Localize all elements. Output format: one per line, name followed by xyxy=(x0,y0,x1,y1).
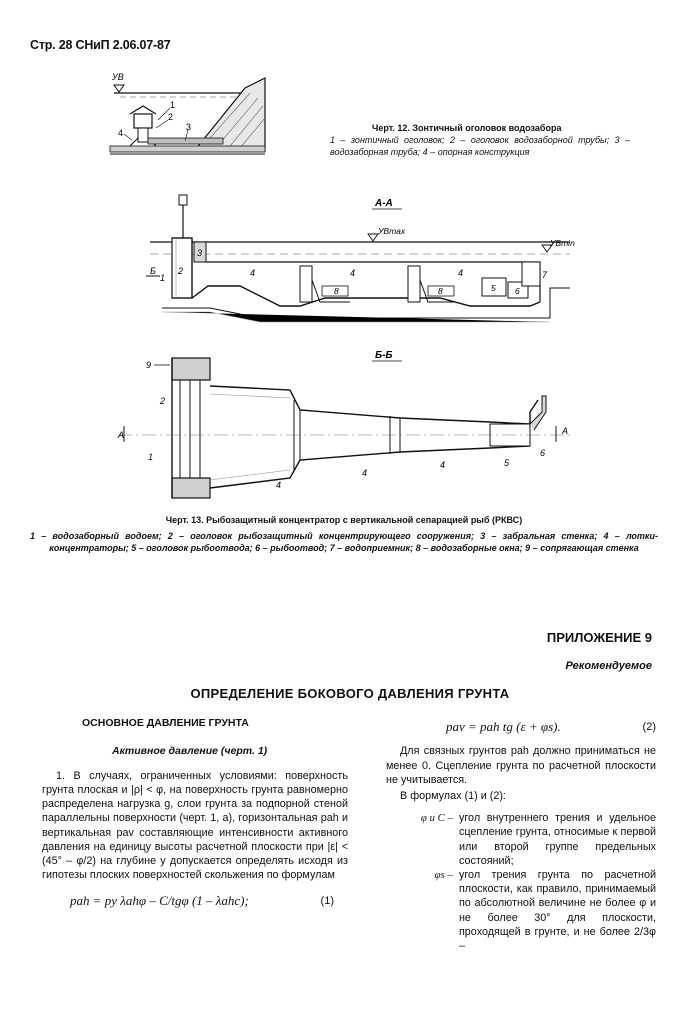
fig13-section-num-4c: 4 xyxy=(458,268,463,278)
fig13-plan-num-4b: 4 xyxy=(362,468,367,478)
figure-13-drawing: А-А УВmax УВmin 3 1 2 4 4 4 8 8 5 6 7 Б … xyxy=(117,194,575,499)
uv-label: УВ xyxy=(111,72,124,82)
uv-min-label: УВmin xyxy=(549,238,575,248)
definitions-list: φ и C – угол внутреннего трения и удельн… xyxy=(386,811,656,953)
figure-12-title: Черт. 12. Зонтичный оголовок водозабора xyxy=(372,123,562,133)
fig13-plan-num-5: 5 xyxy=(504,458,510,468)
fig13-section-num-1: 1 xyxy=(160,273,165,283)
figure-13-title: Черт. 13. Рыбозащитный концентратор с ве… xyxy=(165,515,523,525)
fig13-section-num-8a: 8 xyxy=(334,286,339,296)
formula-2: pav = pah tg (ε + φs). xyxy=(446,719,561,734)
appendix-label: ПРИЛОЖЕНИЕ 9 xyxy=(546,630,652,645)
fig13-section-num-7: 7 xyxy=(542,270,548,280)
fig13-plan-num-9: 9 xyxy=(146,360,151,370)
fig13-section-num-6: 6 xyxy=(515,286,520,296)
fig13-section-num-8b: 8 xyxy=(438,286,443,296)
fig12-label-3: 3 xyxy=(186,122,191,132)
definition-item: φs – угол трения грунта по расчетной пло… xyxy=(386,868,656,953)
page-header: Стр. 28 СНиП 2.06.07-87 xyxy=(30,38,171,52)
section-aa-label: А-А xyxy=(374,198,393,209)
figure-13-legend: 1 – водозаборный водоем; 2 – оголовок ры… xyxy=(30,531,658,553)
paragraph-3: В формулах (1) и (2): xyxy=(400,790,506,803)
appendix-status: Рекомендуемое xyxy=(565,660,652,672)
definition-text: угол трения грунта по расчетной плоскост… xyxy=(458,869,656,953)
paragraph-1: 1. В случаях, ограниченных условиями: по… xyxy=(42,769,348,882)
paragraph-2: Для связных грунтов pah должно принимать… xyxy=(386,745,656,786)
figure-12-legend: 1 – зонтичный оголовок; 2 – оголовок вод… xyxy=(330,135,630,157)
fig12-label-2: 2 xyxy=(168,112,173,122)
section-heading: ОСНОВНОЕ ДАВЛЕНИЕ ГРУНТА xyxy=(82,717,249,729)
formula-2-number: (2) xyxy=(642,721,656,733)
left-column: ОСНОВНОЕ ДАВЛЕНИЕ ГРУНТА Активное давлен… xyxy=(42,716,348,909)
figure-12-drawing: УВ 1 2 3 4 xyxy=(109,72,266,155)
fig13-plan-num-6: 6 xyxy=(540,448,545,458)
fig13-plan-num-4a: 4 xyxy=(276,480,281,490)
fig13-section-num-3: 3 xyxy=(197,248,202,258)
fig13-section-num-4a: 4 xyxy=(250,268,255,278)
figure-12-caption: Черт. 12. Зонтичный оголовок водозабора … xyxy=(330,122,630,158)
section-subheading: Активное давление (черт. 1) xyxy=(112,745,268,758)
appendix-title: ОПРЕДЕЛЕНИЕ БОКОВОГО ДАВЛЕНИЯ ГРУНТА xyxy=(190,686,510,701)
formula-1: pah = py λahφ – C/tgφ (1 – λahc); xyxy=(70,893,249,909)
fig13-plan-num-4c: 4 xyxy=(440,460,445,470)
section-mark-a-right: А xyxy=(561,426,568,436)
fig13-plan-num-1: 1 xyxy=(148,452,153,462)
section-mark-b-top: Б xyxy=(150,266,156,276)
fig13-section-num-4b: 4 xyxy=(350,268,355,278)
fig12-label-4: 4 xyxy=(118,128,123,138)
fig13-section-num-2: 2 xyxy=(177,266,183,276)
fig13-plan-num-2: 2 xyxy=(159,396,165,406)
formula-1-number: (1) xyxy=(320,895,334,908)
definition-key: φ и C – xyxy=(420,812,453,825)
uv-max-label: УВmax xyxy=(377,226,406,236)
definition-text: угол внутреннего трения и удельное сцепл… xyxy=(458,812,656,867)
fig13-section-num-5: 5 xyxy=(491,283,496,293)
definition-key: φs – xyxy=(434,869,453,882)
section-mark-a-left: А xyxy=(117,430,124,440)
section-bb-label: Б-Б xyxy=(375,350,393,361)
figure-13-caption: Черт. 13. Рыбозащитный концентратор с ве… xyxy=(30,514,658,554)
fig12-label-1: 1 xyxy=(170,100,175,110)
definition-item: φ и C – угол внутреннего трения и удельн… xyxy=(386,811,656,868)
right-column: pav = pah tg (ε + φs). (2) Для связных г… xyxy=(386,719,656,953)
